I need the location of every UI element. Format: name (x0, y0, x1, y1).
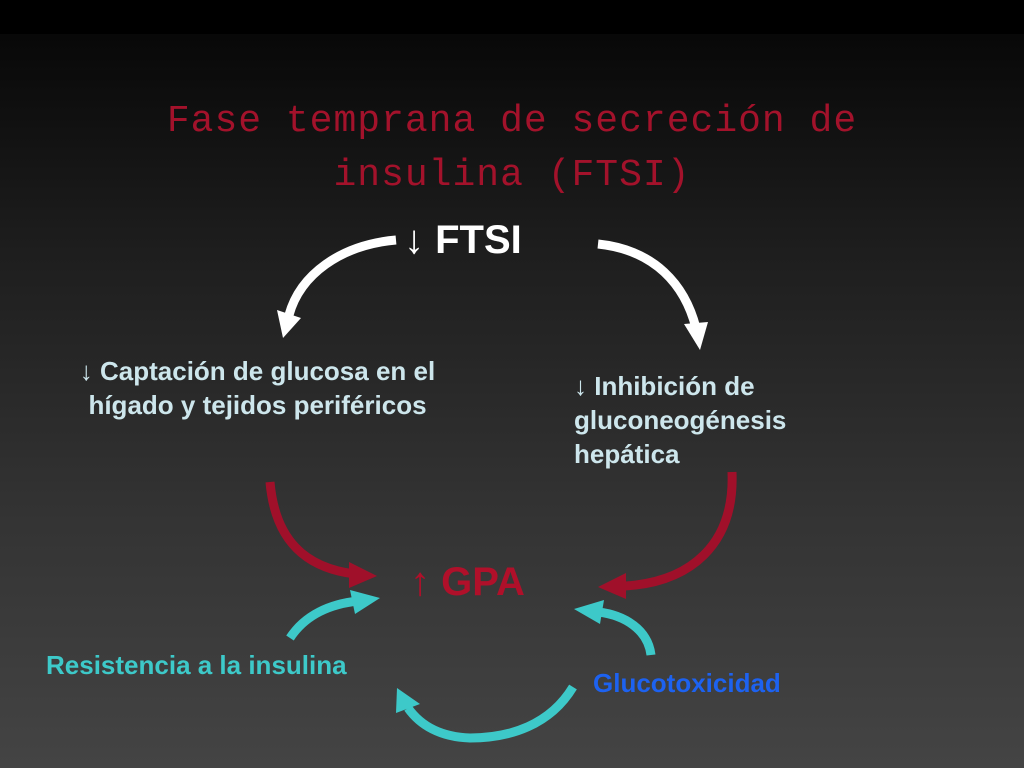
arrowhead-inhibicion (684, 322, 708, 350)
arrow-ftsi-to-inhibicion (597, 239, 701, 330)
node-glucotoxicidad: Glucotoxicidad (593, 668, 781, 698)
arrow-captacion-to-gpa (265, 481, 356, 579)
arrowhead-glucotoxicidad-to-gpa (574, 600, 604, 624)
arrowhead-glucotoxicidad-to-resistencia (396, 688, 420, 713)
node-gpa: ↑ GPA (410, 560, 525, 604)
node-inhibicion: ↓ Inhibición de gluconeogénesis hepática (574, 371, 787, 469)
arrow-glucotoxicidad-to-gpa (597, 607, 656, 656)
node-ftsi: ↓ FTSI (404, 218, 522, 262)
slide-title: Fase temprana de secreción de insulina (… (166, 100, 858, 197)
arrowhead-resistencia-to-gpa (350, 590, 380, 614)
arrow-resistencia-to-gpa (286, 596, 359, 641)
arrow-ftsi-to-captacion (284, 235, 397, 317)
arrow-glucotoxicidad-to-resistencia (404, 684, 577, 743)
arrowhead-gpa-right (598, 573, 626, 599)
arrowhead-captacion (277, 310, 301, 338)
arrowhead-gpa-left (349, 562, 377, 588)
arrow-inhibicion-to-gpa (624, 471, 737, 591)
node-resistencia: Resistencia a la insulina (46, 650, 347, 680)
slide-background (0, 34, 1024, 768)
node-captacion: ↓ Captación de glucosa en el hígado y te… (79, 356, 436, 420)
